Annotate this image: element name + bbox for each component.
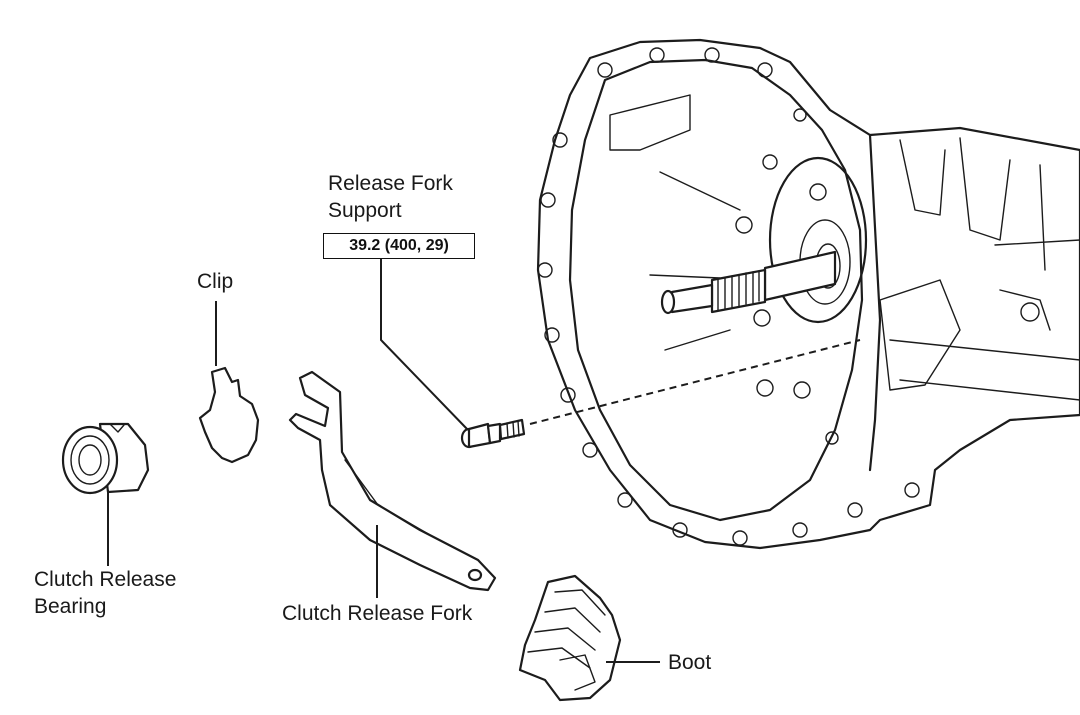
clutch-release-bearing-label-line1: Clutch Release: [34, 568, 177, 591]
clip-label: Clip: [197, 270, 234, 293]
assembly-dashed-line: [529, 339, 861, 425]
clutch-release-fork-part: [288, 370, 497, 592]
torque-spec-box: 39.2 (400, 29): [323, 233, 475, 259]
release-fork-support-label-line1: Release Fork: [328, 172, 453, 195]
clutch-release-bearing-part: [61, 422, 150, 495]
clutch-release-fork-label: Clutch Release Fork: [282, 602, 473, 625]
boot-part: [518, 574, 622, 702]
clutch-release-bearing-label-line2: Bearing: [34, 595, 107, 618]
boot-label: Boot: [668, 651, 712, 674]
release-fork-support-part: [460, 418, 526, 449]
release-fork-support-leader: [380, 259, 469, 431]
transmission-housing: [536, 38, 1080, 550]
release-fork-support-label-line2: Support: [328, 199, 402, 222]
clip-part: [198, 366, 260, 464]
